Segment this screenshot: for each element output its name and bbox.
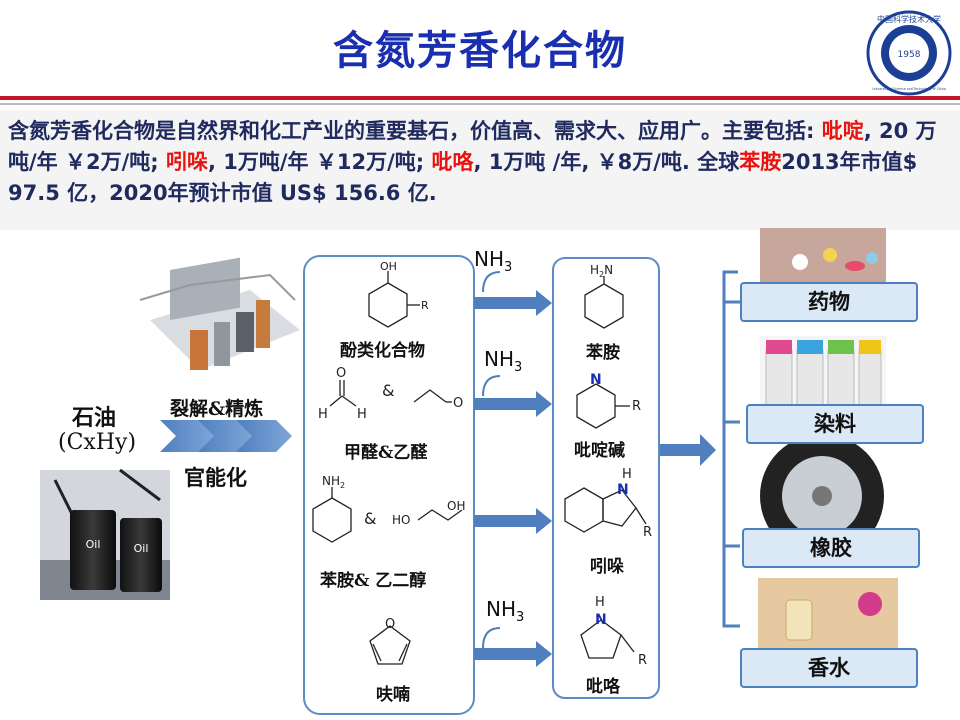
nh3-label-2-sub: 3 [514,360,522,375]
aniline-nh2: NH2 [322,474,345,490]
reaction-arrows [474,290,552,667]
intro-part1: 含氮芳香化合物是自然界和化工产业的重要基石，价值高、需求大、应用广。主要包括: [8,119,822,143]
aniline-product-structure [584,276,624,329]
barrel-label-2: Oil [134,542,149,555]
amp-2: & [364,509,376,528]
nh3-label-1-main: NH [474,247,504,271]
nh3-label-1-sub: 3 [504,260,512,275]
pills-image [760,228,886,288]
phenol-r: R [421,299,429,312]
aniline-nh: NH [322,474,340,488]
products-box [552,257,660,699]
logo-ring-text: 中国科学技术大学 [877,14,941,24]
process-top-label: 裂解&精炼 [170,398,264,420]
indole-h: H [622,467,632,482]
nh3-hooks [482,271,501,649]
dye-bottles-image [760,336,886,412]
pyridine-product-structure [576,383,630,429]
intro-indole: 吲哚 [165,150,208,174]
product-pyridine-label: 吡啶碱 [574,441,625,461]
furan-o: O [385,617,395,632]
intro-panel [0,110,960,230]
process-bottom-label: 官能化 [184,465,247,490]
nh3-label-3-sub: 3 [516,610,524,625]
intro-part3: , 1万吨/年 ￥12万/吨; [207,150,432,174]
process-chevrons [160,420,292,452]
phenol-structure [368,271,420,328]
glycol-oh: OH [447,499,465,513]
pyrrole-h: H [595,595,605,610]
intro-part5: 2013年市值$ 97.5 亿，2020年预计市值 US$ 156.6 亿. [8,150,918,205]
logo-year: 1958 [898,50,921,60]
aniline-product-h2n: H2N [590,263,613,279]
refinery-plant-image [139,257,300,370]
aniline-product-h: H [590,263,599,277]
reactant-aniline-glycol-label: 苯胺& 乙二醇 [320,571,427,591]
reactant-phenols-label: 酚类化合物 [340,341,425,361]
header-grey-rule [0,103,960,105]
indole-product-structure [564,487,647,533]
application-drugs: 药物 [740,282,918,322]
applications-bracket [722,270,738,628]
formaldehyde-h2: H [357,407,367,422]
intro-aniline: 苯胺 [739,150,782,174]
reactants-box [303,255,475,715]
reactant-furan-label: 呋喃 [376,685,410,705]
aniline-product-n: N [604,263,613,277]
phenol-oh: OH [380,260,397,273]
intro-part2: , 20 万吨/年 ￥2万/吨; [8,119,937,174]
pyridine-r: R [632,399,641,414]
aniline-glycol-structures [312,487,463,543]
product-aniline-label: 苯胺 [586,343,620,363]
intro-pyrrole: 吡咯 [431,150,474,174]
amp-1: & [382,381,394,400]
barrel-label-1: Oil [86,538,101,551]
indole-n: N [617,482,629,498]
aldehyde-structures [329,380,452,407]
intro-pyridine: 吡啶 [821,119,864,143]
aniline-nh-sub: 2 [340,481,345,490]
pyrrole-r: R [638,653,647,668]
university-logo: 1958 中国科学技术大学 University of Science and … [866,10,952,96]
oil-formula: (CxHy) [58,430,137,455]
furan-structure [369,625,411,665]
oil-barrels-image: Oil Oil [40,468,170,600]
nh3-label-2: NH3 [484,347,522,375]
aniline-product-h-sub: 2 [599,270,604,279]
tire-image [760,434,884,558]
oil-label: 石油 [72,405,117,431]
application-dyes: 染料 [746,404,924,444]
intro-part4: , 1万吨 /年, ￥8万/吨. 全球 [473,150,740,174]
product-indole-label: 吲哚 [590,557,624,577]
nh3-label-1: NH3 [474,247,512,275]
formaldehyde-o: O [336,366,346,381]
application-perfume: 香水 [740,648,918,688]
page-title: 含氮芳香化合物 [333,28,627,74]
indole-r: R [643,525,652,540]
intro-text: 含氮芳香化合物是自然界和化工产业的重要基石，价值高、需求大、应用广。主要包括: … [8,116,956,209]
pyrrole-product-structure [580,619,635,659]
acetaldehyde-o: O [453,396,463,411]
header-red-rule [0,96,960,100]
pyrrole-n: N [595,612,607,628]
perfume-image [758,578,898,650]
application-rubber: 橡胶 [742,528,920,568]
glycol-ho: HO [392,513,410,527]
reactant-aldehydes-label: 甲醛&乙醛 [344,443,428,463]
product-pyrrole-label: 吡咯 [586,677,620,697]
bracket-ticks [724,300,740,628]
pyridine-n: N [590,372,602,388]
nh3-label-3: NH3 [486,597,524,625]
logo-ring-text-en: University of Science and Technology of … [872,87,946,91]
formaldehyde-h1: H [318,407,328,422]
nh3-label-3-main: NH [486,597,516,621]
nh3-label-2-main: NH [484,347,514,371]
products-to-applications-arrow [660,434,716,466]
